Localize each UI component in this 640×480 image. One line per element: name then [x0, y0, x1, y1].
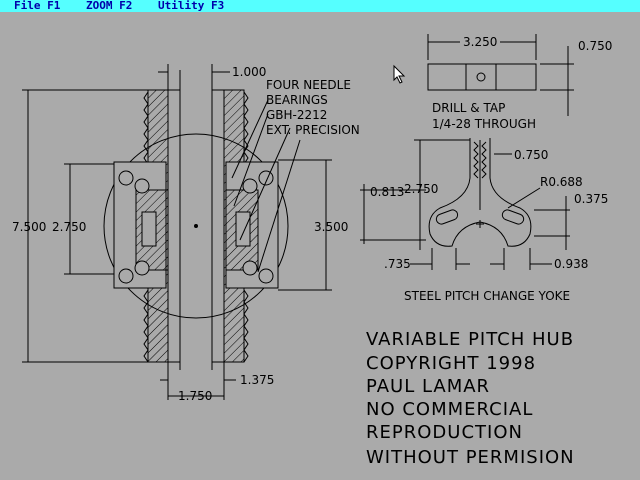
dim-bottom-a: 1.375 — [240, 373, 274, 387]
yoke-dim-bottom-left: .735 — [384, 257, 411, 271]
cad-drawing-canvas[interactable]: 7.500 2.750 3.500 1.000 1.375 1.750 FOUR… — [0, 12, 640, 480]
block-width: 3.250 — [463, 35, 497, 49]
yoke-dim-bottom-right: 0.938 — [554, 257, 588, 271]
block-top-view — [427, 34, 574, 116]
steel-pitch-change-yoke — [360, 138, 570, 270]
hub-outline-circle — [103, 133, 289, 319]
title-line-5: REPRODUCTION — [366, 422, 523, 443]
hub-section-view — [22, 64, 332, 400]
bearing-note-line3: GBH-2212 — [266, 108, 327, 122]
title-line-3: PAUL LAMAR — [366, 376, 490, 397]
block-note-2: 1/4-28 THROUGH — [432, 117, 536, 131]
title-line-4: NO COMMERCIAL — [366, 399, 533, 420]
bearing-note-line4: EXT. PRECISION — [266, 123, 360, 137]
title-line-2: COPYRIGHT 1998 — [366, 353, 536, 374]
title-block: VARIABLE PITCH HUB COPYRIGHT 1998 PAUL L… — [366, 329, 575, 468]
menu-bar: File F1 ZOOM F2 Utility F3 — [0, 0, 640, 12]
bearing-note-line1: FOUR NEEDLE — [266, 78, 351, 92]
yoke-dim-height: 2.750 — [404, 182, 438, 196]
yoke-radius: R0.688 — [540, 175, 583, 189]
yoke-dim-right: 0.375 — [574, 192, 608, 206]
menu-zoom[interactable]: ZOOM F2 — [86, 0, 133, 12]
dim-inner-height-left: 2.750 — [52, 220, 86, 234]
yoke-caption: STEEL PITCH CHANGE YOKE — [404, 289, 570, 303]
dim-bottom-b: 1.750 — [178, 389, 212, 403]
left-shaft-tube — [167, 89, 181, 363]
dim-overall-height: 7.500 — [12, 220, 46, 234]
bearing-note-line2: BEARINGS — [266, 93, 328, 107]
title-line-6: WITHOUT PERMISION — [366, 447, 575, 468]
dim-inner-height-right: 3.500 — [314, 220, 348, 234]
dim-top-width: 1.000 — [232, 65, 266, 79]
menu-utility[interactable]: Utility F3 — [158, 0, 225, 12]
yoke-dim-left: 0.813 — [370, 185, 404, 199]
block-height: 0.750 — [578, 39, 612, 53]
menu-file[interactable]: File F1 — [14, 0, 61, 12]
mouse-cursor-icon — [393, 64, 406, 84]
title-line-1: VARIABLE PITCH HUB — [366, 329, 574, 350]
block-note-1: DRILL & TAP — [432, 101, 505, 115]
right-shaft-tube — [211, 89, 225, 363]
yoke-dim-top: 0.750 — [514, 148, 548, 162]
